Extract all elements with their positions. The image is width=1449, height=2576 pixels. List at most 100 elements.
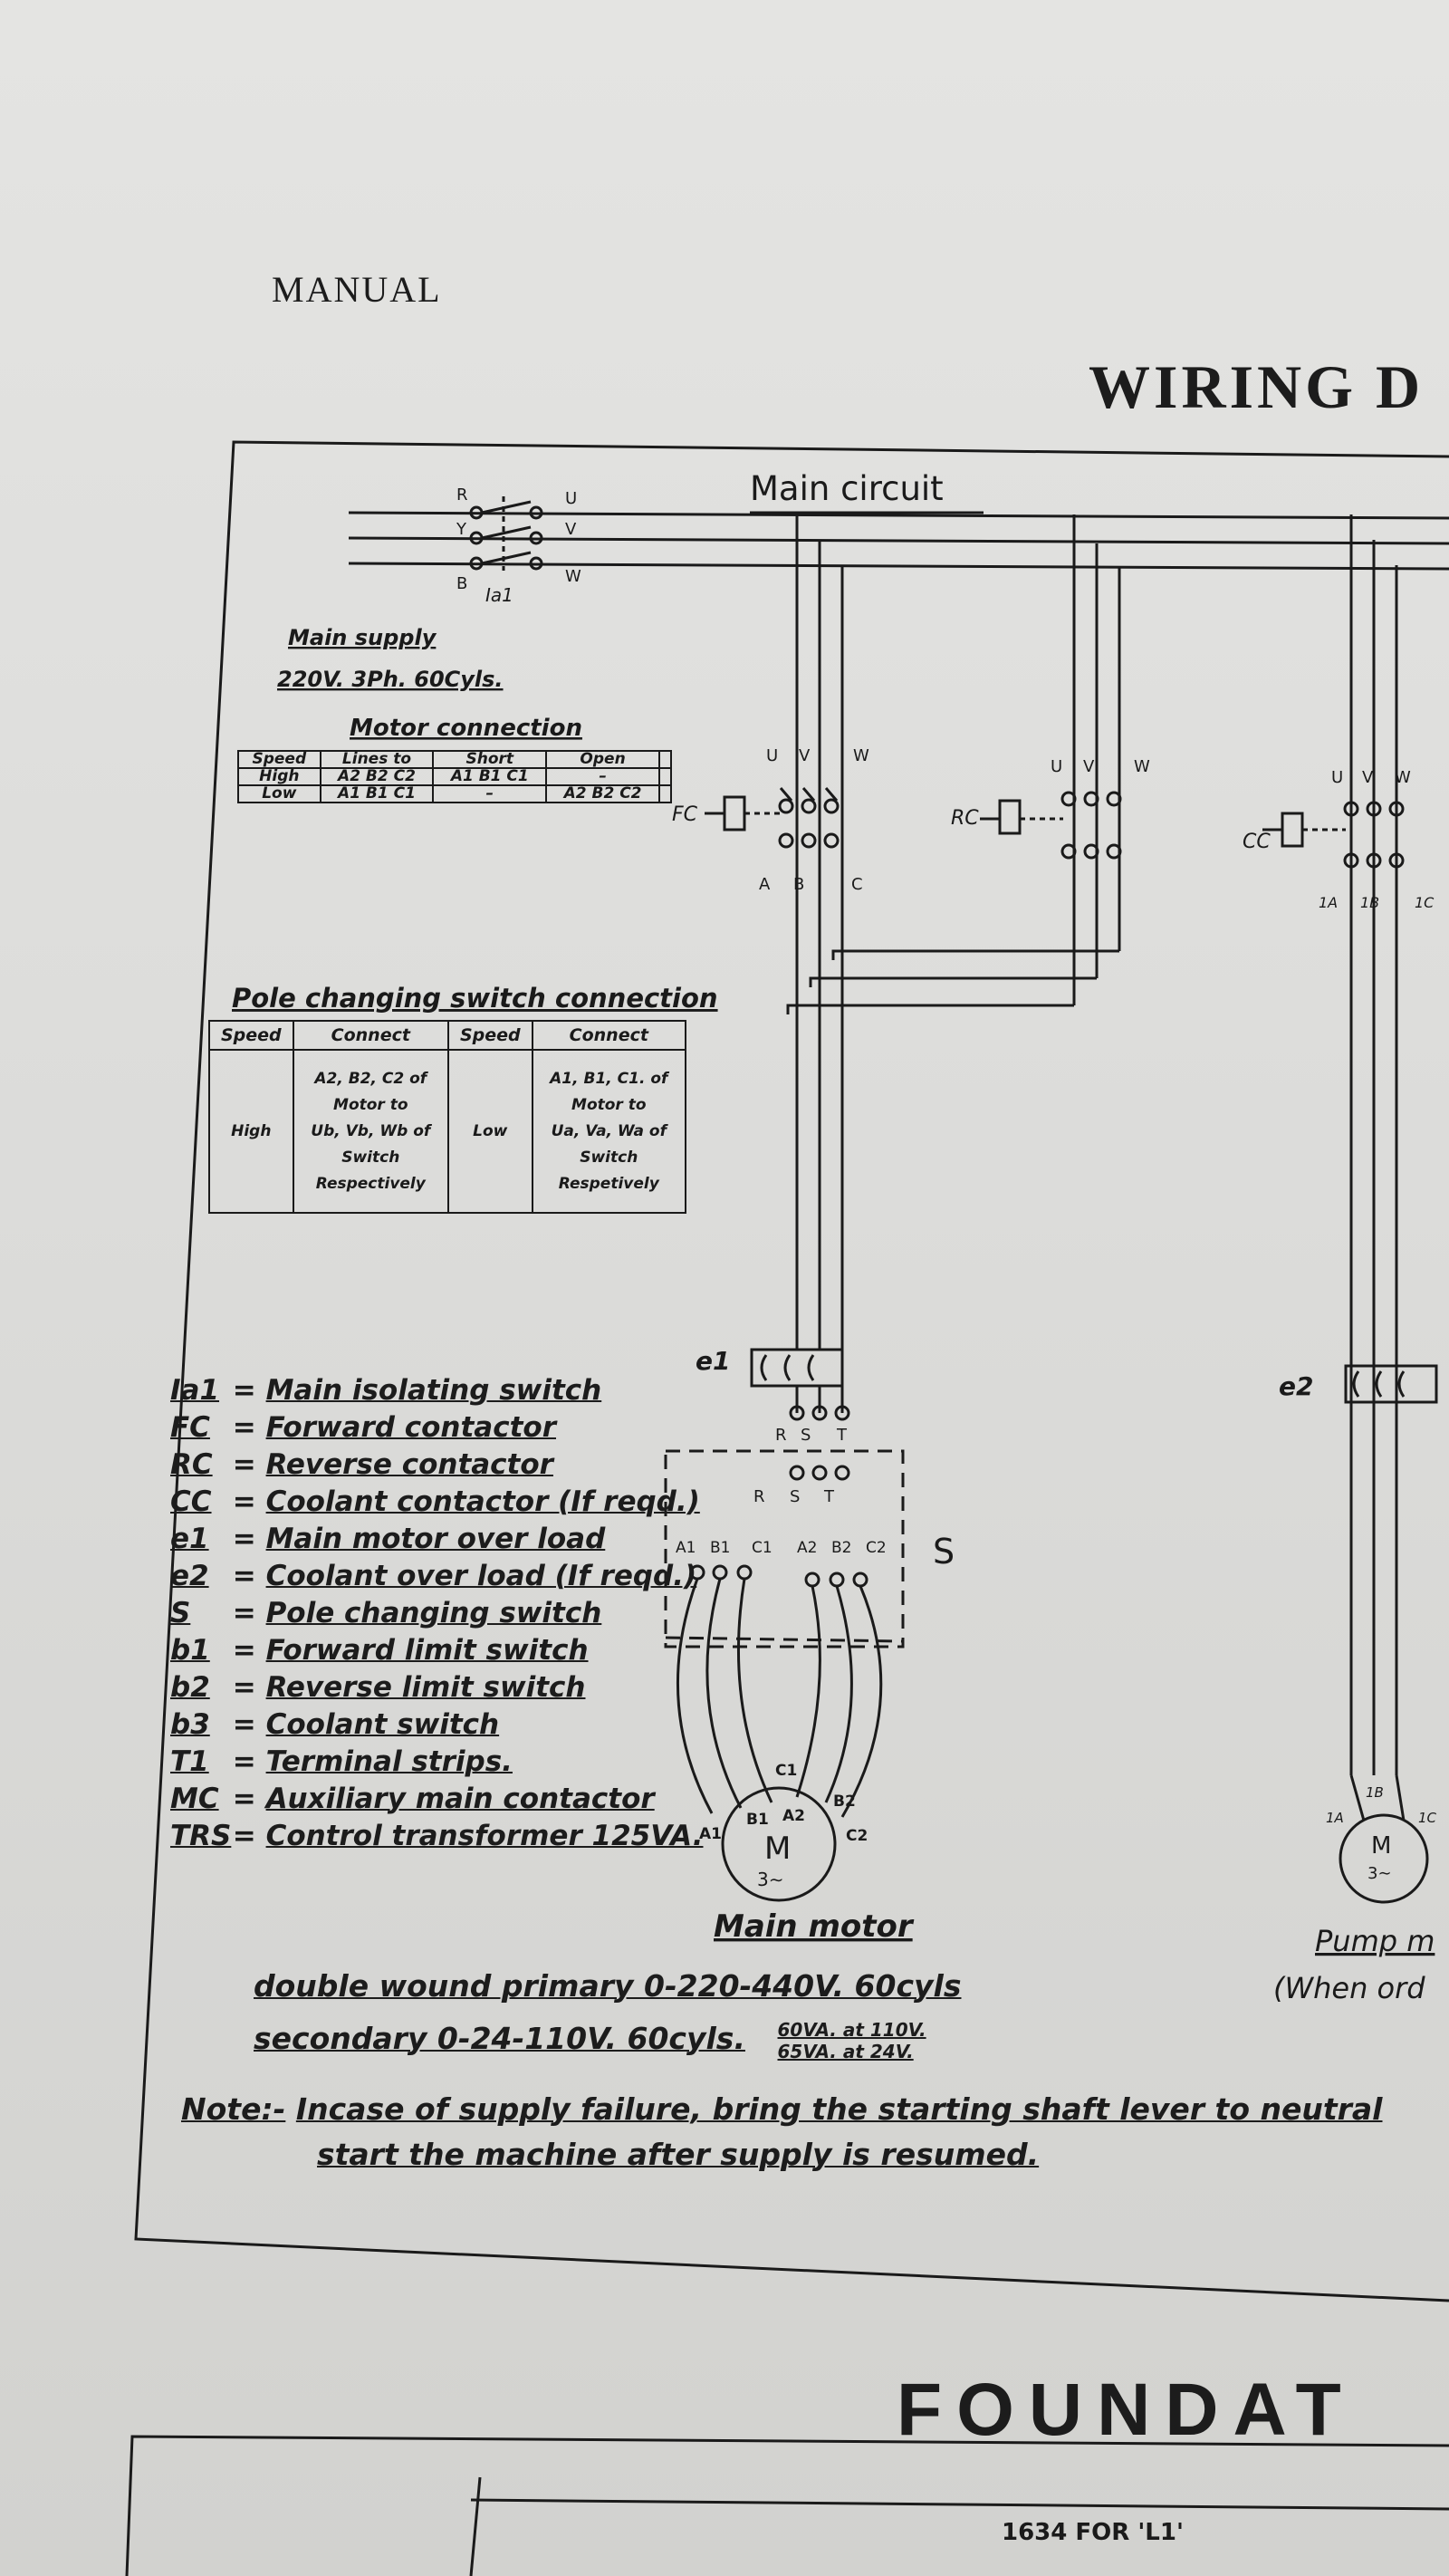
e2-label: e2 (1279, 1371, 1313, 1401)
table-cell: Low (237, 784, 321, 803)
fc-label: FC (672, 803, 698, 826)
pump-motor-symbol (1339, 1813, 1429, 1904)
e1-overload-symbol (750, 1348, 844, 1388)
note-line-1: Incase of supply failure, bring the star… (295, 2091, 1383, 2127)
legend-item: S = Pole changing switch (170, 1595, 703, 1632)
legend-desc: Coolant switch (265, 1708, 500, 1741)
main-motor-symbol (721, 1786, 837, 1902)
legend-code: CC (170, 1485, 212, 1518)
pump-motor-term-1b: 1B (1366, 1784, 1384, 1801)
page-header-manual: MANUAL (272, 269, 442, 310)
main-motor-phase: 3∼ (757, 1869, 783, 1890)
table-row: Low A1 B1 C1 – A2 B2 C2 (237, 784, 673, 803)
legend-item: Ia1 = Main isolating switch (170, 1372, 703, 1409)
legend-desc: Main motor over load (265, 1523, 606, 1555)
legend-desc: Forward limit switch (265, 1634, 589, 1667)
note-label: Note:- (181, 2091, 286, 2127)
legend-code: e1 (170, 1523, 209, 1555)
table-row: High A2 B2 C2 A1 B1 C1 – (237, 767, 673, 786)
main-motor-term-b2: B2 (833, 1793, 856, 1811)
e2-overload-symbol (1344, 1364, 1438, 1404)
fc-contactor-symbol (705, 787, 840, 849)
isolator-label-v: V (565, 520, 577, 539)
note-line-2: start the machine after supply is resume… (317, 2137, 1040, 2172)
note-line-2-row: start the machine after supply is resume… (181, 2132, 1383, 2177)
pole-switch-title: Pole changing switch connection (232, 983, 718, 1014)
legend-item: T1 = Terminal strips. (170, 1744, 703, 1781)
foundation-title: FOUNDAT (897, 2369, 1356, 2451)
main-supply-line2: 220V. 3Ph. 60Cyls. (277, 667, 504, 692)
table-cell: A1 B1 C1 (432, 767, 548, 786)
transformer-primary: double wound primary 0-220-440V. 60cyls (254, 1968, 962, 2004)
pump-motor-phase: 3∼ (1367, 1864, 1392, 1883)
switch-name: S (933, 1532, 955, 1572)
supply-line-b (348, 562, 1449, 571)
legend-item: FC = Forward contactor (170, 1409, 703, 1447)
legend-desc: Auxiliary main contactor (265, 1783, 655, 1815)
cc-contactor-symbol (1262, 801, 1405, 869)
pump-motor-term-1a: 1A (1326, 1810, 1344, 1826)
legend-code: S (170, 1597, 191, 1629)
motor-table-header: Speed (237, 750, 321, 769)
legend: Ia1 = Main isolating switch FC = Forward… (170, 1372, 703, 1855)
legend-item: b3 = Coolant switch (170, 1706, 703, 1744)
isolator-label-u: U (565, 489, 577, 508)
legend-item: b2 = Reverse limit switch (170, 1669, 703, 1706)
legend-item: TRS = Control transformer 125VA. (170, 1818, 703, 1855)
cc-bottom-1c: 1C (1415, 894, 1435, 911)
rc-top-w: W (1134, 757, 1150, 776)
cc-bottom-1a: 1A (1319, 894, 1338, 911)
main-motor-term-c2: C2 (846, 1827, 868, 1845)
pole-table-header: Speed (447, 1020, 533, 1051)
table-cell: A2, B2, C2 of Motor to Ub, Vb, Wb of Swi… (292, 1049, 450, 1214)
rc-top-u: U (1051, 757, 1062, 776)
legend-desc: Main isolating switch (265, 1374, 602, 1407)
table-cell: – (545, 767, 660, 786)
diagram-frame (134, 440, 1449, 2302)
legend-item: b1 = Forward limit switch (170, 1632, 703, 1669)
main-motor-term-b1: B1 (746, 1811, 769, 1829)
table-cell: High (208, 1049, 294, 1214)
transformer-ratings: 60VA. at 110V. 65VA. at 24V. (778, 2019, 926, 2062)
pump-motor-sublabel: (When ord (1273, 1971, 1425, 2005)
switch-top-t: T (836, 1426, 848, 1445)
cc-bottom-1b: 1B (1360, 894, 1379, 911)
table-row: High A2, B2, C2 of Motor to Ub, Vb, Wb o… (208, 1049, 687, 1214)
pole-table-header: Connect (531, 1020, 687, 1051)
pole-switch-table: Speed Connect Speed Connect High A2, B2,… (208, 1020, 687, 1214)
fc-bottom-a: A (759, 875, 771, 894)
motor-connection-table: Speed Lines to Short Open High A2 B2 C2 … (237, 750, 673, 803)
motor-table-empty (657, 750, 673, 769)
cc-label: CC (1243, 831, 1271, 853)
pole-changing-switch-symbol (664, 1405, 905, 1648)
legend-code: b3 (170, 1708, 210, 1741)
fc-bottom-c: C (851, 875, 863, 894)
legend-code: FC (170, 1411, 210, 1444)
page-title: WIRING D (1089, 352, 1425, 421)
motor-table-header-row: Speed Lines to Short Open (237, 750, 673, 769)
legend-item: e1 = Main motor over load (170, 1521, 703, 1558)
transformer-rating-1: 60VA. at 110V. (777, 2018, 926, 2041)
legend-code: b1 (170, 1634, 210, 1667)
main-motor-symbol-m: M (764, 1831, 791, 1867)
legend-item: MC = Auxiliary main contactor (170, 1781, 703, 1818)
main-supply-line1: Main supply (288, 625, 437, 650)
main-circuit-title: Main circuit (750, 469, 944, 508)
table-cell: A2 B2 C2 (545, 784, 660, 803)
legend-desc: Reverse contactor (265, 1448, 553, 1481)
fc-bottom-b: B (793, 875, 804, 894)
pump-motor-label: Pump m (1315, 1924, 1435, 1958)
transformer-rating-2: 65VA. at 24V. (777, 2040, 914, 2062)
legend-item: RC = Reverse contactor (170, 1447, 703, 1484)
motor-table-empty (657, 784, 673, 803)
table-cell: High (237, 767, 321, 786)
switch-bottom-r: R (753, 1487, 765, 1506)
legend-code: MC (170, 1783, 219, 1815)
legend-code: T1 (170, 1745, 209, 1778)
switch-top-s: S (801, 1426, 811, 1445)
legend-desc: Terminal strips. (265, 1745, 513, 1778)
cc-top-v: V (1362, 768, 1374, 787)
isolator-label-w: W (565, 567, 581, 586)
legend-desc: Forward contactor (265, 1411, 557, 1444)
